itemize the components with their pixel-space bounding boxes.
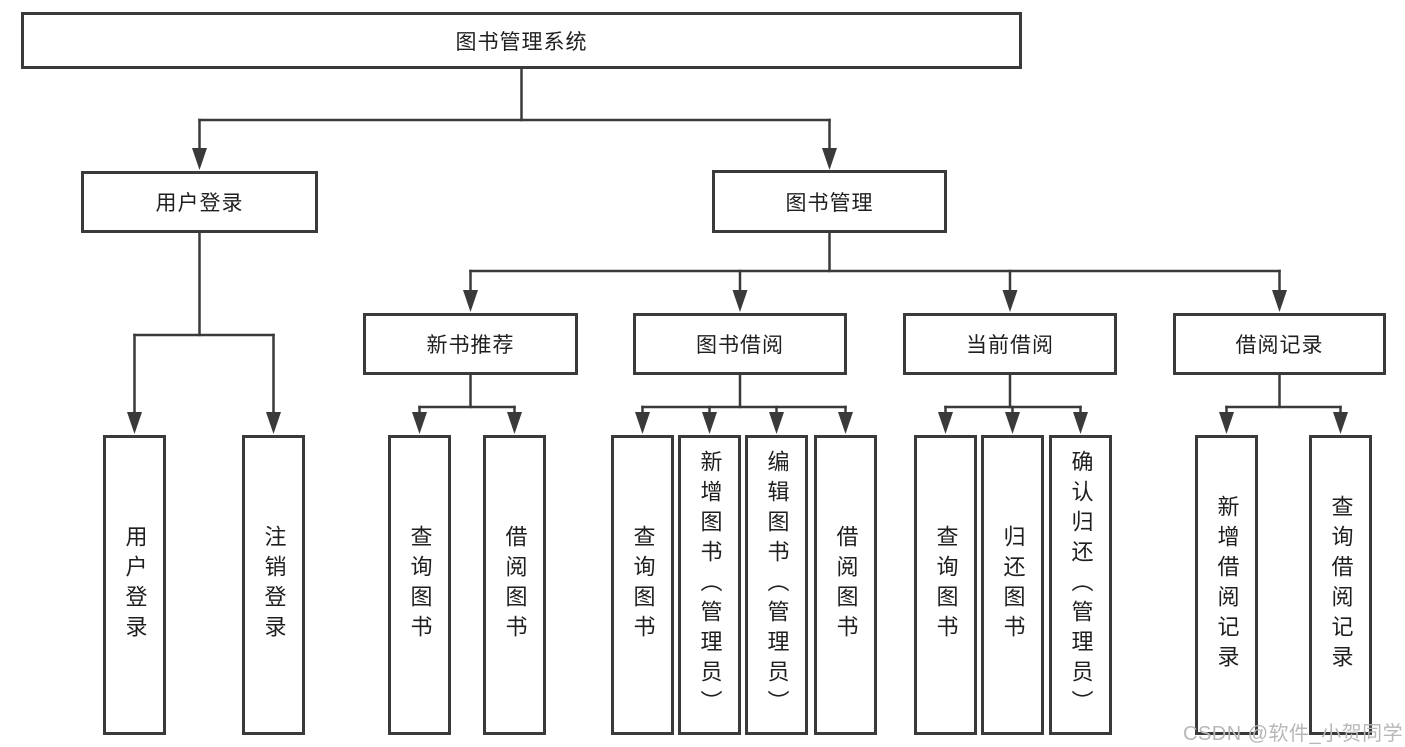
leaf-recommend-query-book: 查询图书 — [388, 435, 451, 735]
node-current-borrow: 当前借阅 — [903, 313, 1117, 375]
leaf-user-login: 用户登录 — [103, 435, 166, 735]
leaf-label: 借阅图书 — [502, 525, 528, 645]
leaf-label: 编辑图书（管理员） — [764, 450, 790, 720]
leaf-label: 查询图书 — [933, 525, 959, 645]
leaf-current-query-book: 查询图书 — [914, 435, 977, 735]
leaf-record-query-borrow-record: 查询借阅记录 — [1309, 435, 1372, 735]
leaf-label: 查询图书 — [407, 525, 433, 645]
node-book-management: 图书管理 — [712, 170, 947, 233]
node-user-login: 用户登录 — [81, 171, 318, 233]
leaf-record-add-borrow-record: 新增借阅记录 — [1195, 435, 1258, 735]
leaf-label: 新增借阅记录 — [1214, 495, 1240, 675]
csdn-watermark: CSDN @软件_小贺同学 — [1183, 723, 1404, 745]
leaf-label: 查询借阅记录 — [1328, 495, 1354, 675]
node-library-management-system: 图书管理系统 — [21, 12, 1022, 69]
node-book-borrow: 图书借阅 — [633, 313, 847, 375]
leaf-label: 归还图书 — [1000, 525, 1026, 645]
leaf-borrow-query-book: 查询图书 — [611, 435, 674, 735]
leaf-label: 注销登录 — [261, 525, 287, 645]
leaf-current-return-book: 归还图书 — [981, 435, 1044, 735]
leaf-current-confirm-return-admin: 确认归还（管理员） — [1049, 435, 1112, 735]
leaf-label: 查询图书 — [630, 525, 656, 645]
leaf-logout: 注销登录 — [242, 435, 305, 735]
node-new-book-recommend: 新书推荐 — [363, 313, 578, 375]
leaf-borrow-borrow-book: 借阅图书 — [814, 435, 877, 735]
leaf-label: 用户登录 — [122, 525, 148, 645]
leaf-borrow-add-book-admin: 新增图书（管理员） — [678, 435, 741, 735]
node-borrow-record: 借阅记录 — [1173, 313, 1386, 375]
leaf-borrow-edit-book-admin: 编辑图书（管理员） — [745, 435, 808, 735]
leaf-recommend-borrow-book: 借阅图书 — [483, 435, 546, 735]
leaf-label: 借阅图书 — [833, 525, 859, 645]
leaf-label: 新增图书（管理员） — [697, 450, 723, 720]
leaf-label: 确认归还（管理员） — [1068, 450, 1094, 720]
